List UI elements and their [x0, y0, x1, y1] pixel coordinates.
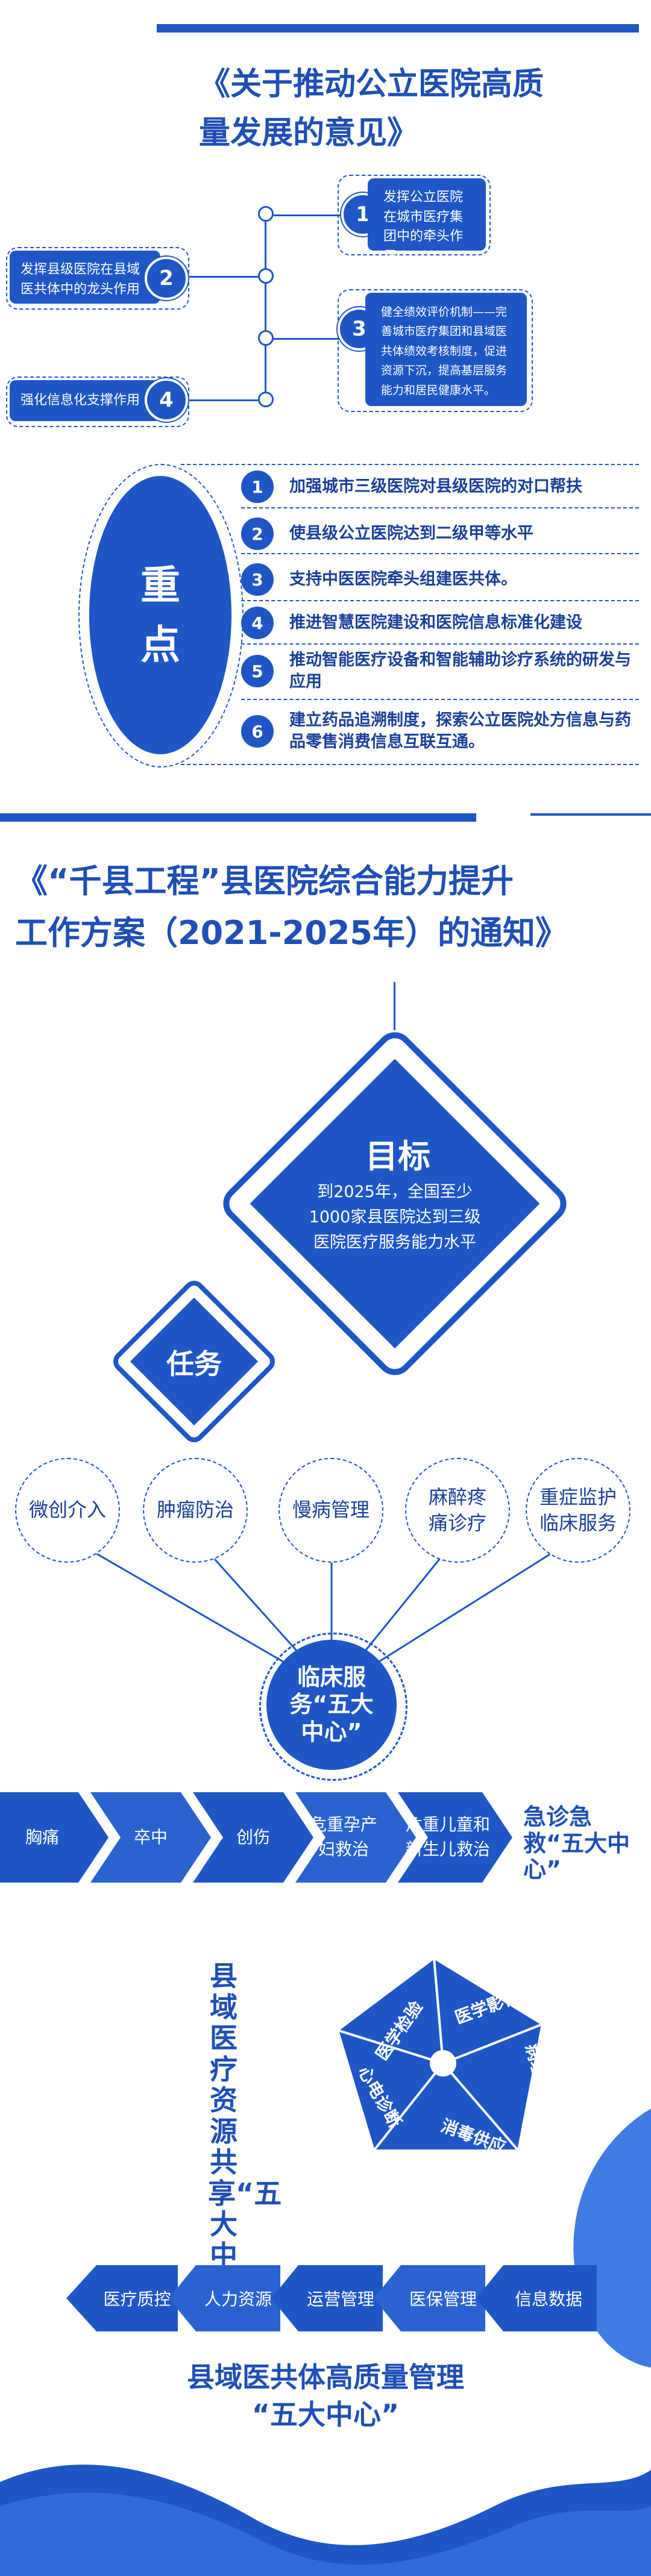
keypoint-text: 支持中医医院牵头组建医共体。: [289, 569, 517, 589]
keypoint-number: 2: [241, 517, 274, 550]
keypoint-text: 推动智能医疗设备和智能辅助诊疗系统的研发与应用: [289, 650, 631, 691]
section1-title: 《关于推动公立医院高质 量发展的意见》: [199, 60, 633, 157]
item-2-box: 发挥县级医院在县域医共体中的龙头作用: [10, 251, 160, 304]
section1-title-line2: 量发展的意见》: [199, 114, 419, 151]
keypoint-row: 3 支持中医医院牵头组建医共体。: [241, 561, 639, 598]
item-3-frame: [338, 289, 533, 412]
keypoint-number: 5: [241, 655, 274, 687]
keypoint-row: 4 推进智慧医院建设和医院信息标准化建设: [241, 605, 639, 641]
item-4-text: 强化信息化支撑作用: [20, 393, 140, 408]
management-item: 医疗质控: [103, 2289, 171, 2309]
timeline-line: [265, 211, 266, 404]
task-label: 任务: [166, 1348, 222, 1380]
item-4-number: 4: [145, 378, 188, 422]
keypoint-number: 6: [241, 715, 274, 748]
keypoint-number: 1: [241, 470, 274, 503]
item-4-frame: [6, 377, 189, 427]
emergency-item: 创伤: [236, 1827, 270, 1847]
item-2-number: 2: [145, 257, 188, 300]
keypoint-text: 加强城市三级医院对县级医院的对口帮扶: [289, 477, 582, 496]
clinical-center-circle: 临床服务“五大中心”: [266, 1640, 397, 1770]
emergency-chevrons-bg: [0, 1792, 512, 1883]
goal-text: 到2025年，全国至少1000家县医院达到三级医院医疗服务能力水平: [309, 1183, 481, 1252]
connector: [274, 338, 346, 340]
connector: [181, 399, 258, 401]
keypoint-row: 2 使县级公立医院达到二级甲等水平: [241, 516, 639, 552]
section2-rule-right: [530, 813, 651, 816]
task-circle: 肿瘤防治: [143, 1458, 248, 1563]
section1-title-line1: 《关于推动公立医院高质: [199, 66, 544, 102]
management-item: 医保管理: [409, 2289, 477, 2309]
goal-stem: [394, 982, 395, 1030]
timeline-dot: [258, 206, 274, 222]
emergency-item: 胸痛: [25, 1827, 59, 1847]
item-1-box: 发挥公立医院在城市医疗集团中的牵头作用。: [368, 178, 486, 264]
emergency-item: 卒中: [133, 1827, 168, 1847]
management-item: 人力资源: [204, 2289, 272, 2309]
resource-pentagon: [338, 1958, 544, 2152]
keypoints-top-rule: [181, 464, 639, 465]
keypoint-row: 1 加强城市三级医院对县级医院的对口帮扶: [241, 469, 639, 505]
emergency-item: 危重儿童和新生儿救治: [405, 1815, 490, 1859]
keypoint-number: 4: [241, 607, 274, 639]
task-text: 慢病管理: [292, 1498, 370, 1522]
section2-title-line1: 《“千县工程”县医院综合能力提升: [15, 862, 514, 900]
keypoint-row: 5 推动智能医疗设备和智能辅助诊疗系统的研发与应用: [241, 646, 639, 696]
wave-decoration: [0, 2109, 651, 2576]
item-3-box: 健全绩效评价机制——完善城市医疗集团和县域医共体绩效考核制度，促进资源下沉，提高…: [365, 293, 527, 406]
task-circle: 慢病管理: [278, 1458, 383, 1563]
management-arrows-bg: [66, 2265, 597, 2331]
management-label-line1: 县域医共体高质量管理: [187, 2361, 464, 2393]
timeline-dot: [258, 330, 274, 346]
keypoints-oval: 重点: [89, 476, 231, 754]
clinical-center-label: 临床服务“五大中心”: [289, 1663, 374, 1745]
section2-title: 《“千县工程”县医院综合能力提升 工作方案（2021-2025年）的通知》: [15, 855, 642, 960]
keypoint-divider: [241, 643, 639, 645]
task-text: 麻醉疼痛诊疗: [428, 1485, 486, 1534]
emergency-item: 危重孕产妇救治: [309, 1815, 377, 1859]
keypoint-divider: [241, 507, 639, 508]
task-circle: 微创介入: [15, 1458, 120, 1563]
item-1-frame: [338, 175, 491, 255]
keypoint-divider: [241, 699, 639, 700]
section2-rule-left: [0, 813, 476, 822]
keypoint-text: 使县级公立医院达到二级甲等水平: [289, 524, 533, 543]
emergency-label: 急诊急救“五大中心”: [523, 1804, 630, 1883]
connector: [274, 214, 346, 216]
task-text: 微创介入: [28, 1498, 106, 1522]
keypoints-bottom-rule: [181, 764, 639, 765]
timeline-dot: [258, 392, 274, 407]
item-3-text: 健全绩效评价机制——完善城市医疗集团和县域医共体绩效考核制度，促进资源下沉，提高…: [381, 305, 508, 397]
timeline-dot: [258, 268, 274, 284]
management-item: 信息数据: [514, 2289, 582, 2309]
section2-title-line2: 工作方案（2021-2025年）的通知》: [15, 914, 568, 952]
keypoints-label: 重点: [140, 562, 180, 668]
keypoint-row: 6 建立药品追溯制度，探索公立医院处方信息与药品零售消费信息互联互通。: [241, 701, 639, 761]
item-2-text: 发挥县级医院在县域医共体中的龙头作用: [20, 262, 140, 297]
management-item: 运营管理: [306, 2289, 374, 2309]
keypoint-text: 建立药品追溯制度，探索公立医院处方信息与药品零售消费信息互联互通。: [289, 710, 631, 751]
item-1-text: 发挥公立医院在城市医疗集团中的牵头作用。: [383, 190, 464, 264]
keypoint-number: 3: [241, 563, 274, 596]
goal-label: 目标: [365, 1137, 430, 1175]
clinical-center-ring: [259, 1633, 407, 1781]
keypoint-divider: [241, 553, 639, 554]
keypoint-text: 推进智慧医院建设和医院信息标准化建设: [289, 613, 582, 632]
management-label: 县域医共体高质量管理 “五大中心”: [0, 2359, 651, 2433]
task-circle: 麻醉疼痛诊疗: [405, 1458, 510, 1563]
management-label-line2: “五大中心”: [251, 2398, 400, 2431]
keypoint-divider: [241, 600, 639, 601]
top-rule: [157, 24, 639, 33]
task-text: 肿瘤防治: [156, 1498, 234, 1522]
item-4-box: 强化信息化支撑作用: [10, 380, 160, 421]
task-circle: 重症监护临床服务: [526, 1458, 631, 1563]
task-text: 重症监护临床服务: [539, 1485, 617, 1534]
item-2-frame: [6, 247, 189, 310]
connector: [181, 276, 258, 278]
